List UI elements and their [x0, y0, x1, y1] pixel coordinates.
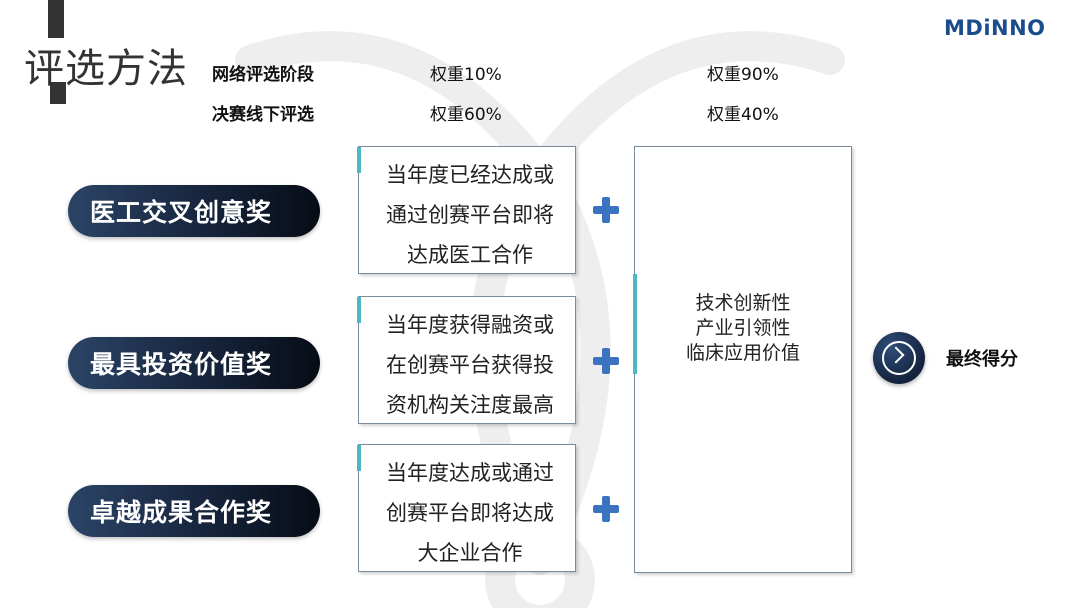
weight-final-award: 权重60%: [430, 105, 502, 125]
criteria-line: 创赛平台即将达成: [386, 501, 554, 525]
plus-icon: [593, 197, 619, 223]
final-score-label: 最终得分: [946, 349, 1018, 370]
mdinno-logo: MDiNNO: [944, 16, 1046, 40]
criteria-accent: [357, 147, 361, 173]
merit-clinical-value: 临床应用价值: [685, 342, 800, 364]
title-accent-bar-top: [48, 0, 64, 38]
weight-online-merit: 权重90%: [707, 65, 779, 85]
merit-criteria-box: 技术创新性 产业引领性 临床应用价值: [633, 146, 852, 573]
merit-accent: [633, 274, 637, 374]
criteria-accent: [357, 445, 361, 471]
arrow-right-icon: [873, 332, 925, 384]
title-accent-bar-bottom: [50, 82, 66, 104]
criteria-line: 当年度达成或通过: [386, 461, 554, 485]
criteria-box-investment-value: 当年度获得融资或 在创赛平台获得投 资机构关注度最高: [357, 296, 576, 424]
page-title: 评选方法: [24, 46, 188, 92]
criteria-line: 资机构关注度最高: [386, 393, 554, 417]
weight-online-award: 权重10%: [430, 65, 502, 85]
weight-final-label: 决赛线下评选: [212, 105, 314, 125]
weight-online-label: 网络评选阶段: [212, 65, 314, 85]
merit-industry-leadership: 产业引领性: [695, 317, 791, 339]
criteria-line: 当年度获得融资或: [386, 313, 554, 337]
criteria-line: 在创赛平台获得投: [386, 353, 554, 377]
award-medical-engineering: 医工交叉创意奖: [68, 185, 320, 237]
criteria-box-excellent-achievement: 当年度达成或通过 创赛平台即将达成 大企业合作: [357, 444, 576, 572]
criteria-line: 通过创赛平台即将: [386, 203, 554, 227]
award-name: 卓越成果合作奖: [90, 498, 273, 527]
criteria-box-medical-engineering: 当年度已经达成或 通过创赛平台即将 达成医工合作: [357, 146, 576, 274]
plus-icon: [593, 348, 619, 374]
criteria-line: 达成医工合作: [407, 243, 533, 267]
plus-icon: [593, 496, 619, 522]
award-name: 最具投资价值奖: [90, 350, 273, 379]
award-investment-value: 最具投资价值奖: [68, 337, 320, 389]
criteria-line: 大企业合作: [417, 541, 523, 565]
criteria-line: 当年度已经达成或: [386, 163, 554, 187]
weight-final-merit: 权重40%: [707, 105, 779, 125]
criteria-accent: [357, 297, 361, 323]
award-name: 医工交叉创意奖: [90, 198, 273, 227]
merit-innovation: 技术创新性: [695, 292, 791, 314]
award-excellent-achievement: 卓越成果合作奖: [68, 485, 320, 537]
